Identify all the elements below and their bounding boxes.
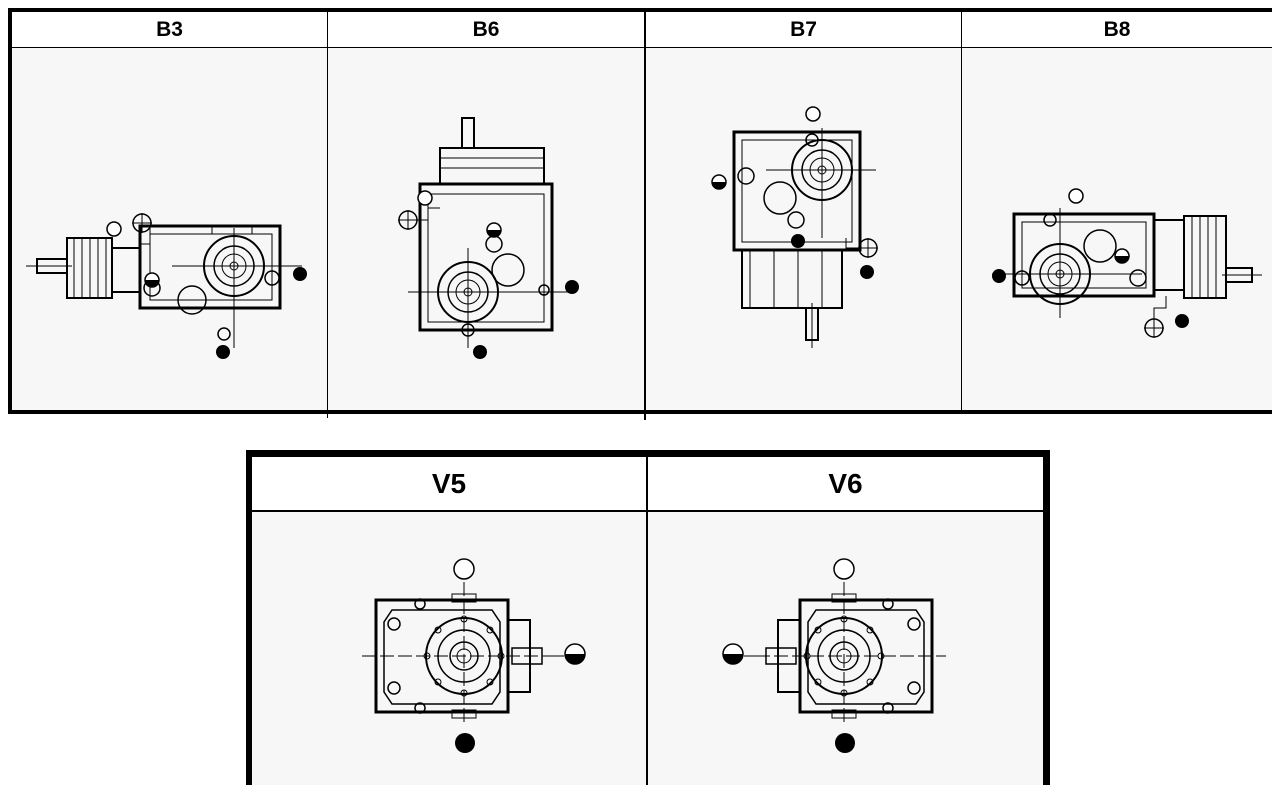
position-cell-v5: V5 [252, 457, 646, 785]
gearbox-v6-drawing [722, 558, 946, 753]
level-plug-icon [1114, 248, 1130, 264]
table-border-top [246, 450, 1050, 457]
breather-plug-icon [106, 221, 122, 237]
column-divider [961, 8, 962, 414]
level-plug-icon [711, 174, 727, 190]
level-plug-icon [564, 643, 586, 665]
drain-plug-icon [1175, 314, 1189, 328]
breather-plug-icon [833, 558, 855, 580]
column-divider [644, 8, 646, 420]
drain-plug-icon [216, 345, 230, 359]
gearbox-b6-drawing [398, 117, 579, 359]
breather-plug-icon [453, 558, 475, 580]
drain-plug-icon [835, 733, 855, 753]
gearbox-b7-drawing [711, 106, 878, 348]
table-border-top [8, 8, 1272, 12]
header-divider [8, 47, 1272, 48]
column-divider [646, 450, 648, 785]
header-divider [246, 510, 1050, 512]
gearbox-v5-panel [252, 512, 646, 785]
drain-plug-icon [293, 267, 307, 281]
level-plug-icon [144, 272, 160, 288]
gearbox-b3-drawing [26, 213, 307, 359]
column-divider [327, 8, 328, 418]
drain-plug-icon [992, 269, 1006, 283]
position-label-b6: B6 [328, 12, 644, 47]
gearbox-v6-panel [648, 512, 1043, 785]
position-label-b7: B7 [646, 12, 961, 47]
level-plug-icon [486, 222, 502, 238]
table-border-right [1043, 450, 1050, 785]
breather-plug-icon [1068, 188, 1084, 204]
position-cell-b3: B3 [12, 12, 327, 410]
gearbox-b7-panel [646, 48, 961, 410]
drain-plug-icon [565, 280, 579, 294]
drain-plug-icon [455, 733, 475, 753]
position-label-b3: B3 [12, 12, 327, 47]
position-cell-v6: V6 [648, 457, 1043, 785]
table-border-left [8, 8, 12, 414]
breather-plug-icon [417, 190, 433, 206]
gearbox-b8-panel [962, 48, 1272, 410]
drain-plug-icon [473, 345, 487, 359]
position-cell-b6: B6 [328, 12, 644, 410]
position-label-v6: V6 [648, 457, 1043, 510]
breather-plug-icon [805, 106, 821, 122]
table-border-bottom [8, 410, 1272, 414]
mounting-positions-table-top: B3 [8, 8, 1272, 420]
position-label-v5: V5 [252, 457, 646, 510]
position-label-b8: B8 [962, 12, 1272, 47]
mounting-positions-table-bottom: V5 [246, 450, 1050, 785]
drain-plug-icon [791, 234, 805, 248]
drain-plug-icon [860, 265, 874, 279]
position-cell-b7: B7 [646, 12, 961, 410]
gearbox-v5-drawing [362, 558, 586, 753]
level-plug-icon [722, 643, 744, 665]
gearbox-b8-drawing [992, 188, 1262, 338]
gearbox-b3-panel [12, 48, 327, 410]
table-border-left [246, 450, 252, 785]
position-cell-b8: B8 [962, 12, 1272, 410]
gearbox-b6-panel [328, 48, 644, 410]
